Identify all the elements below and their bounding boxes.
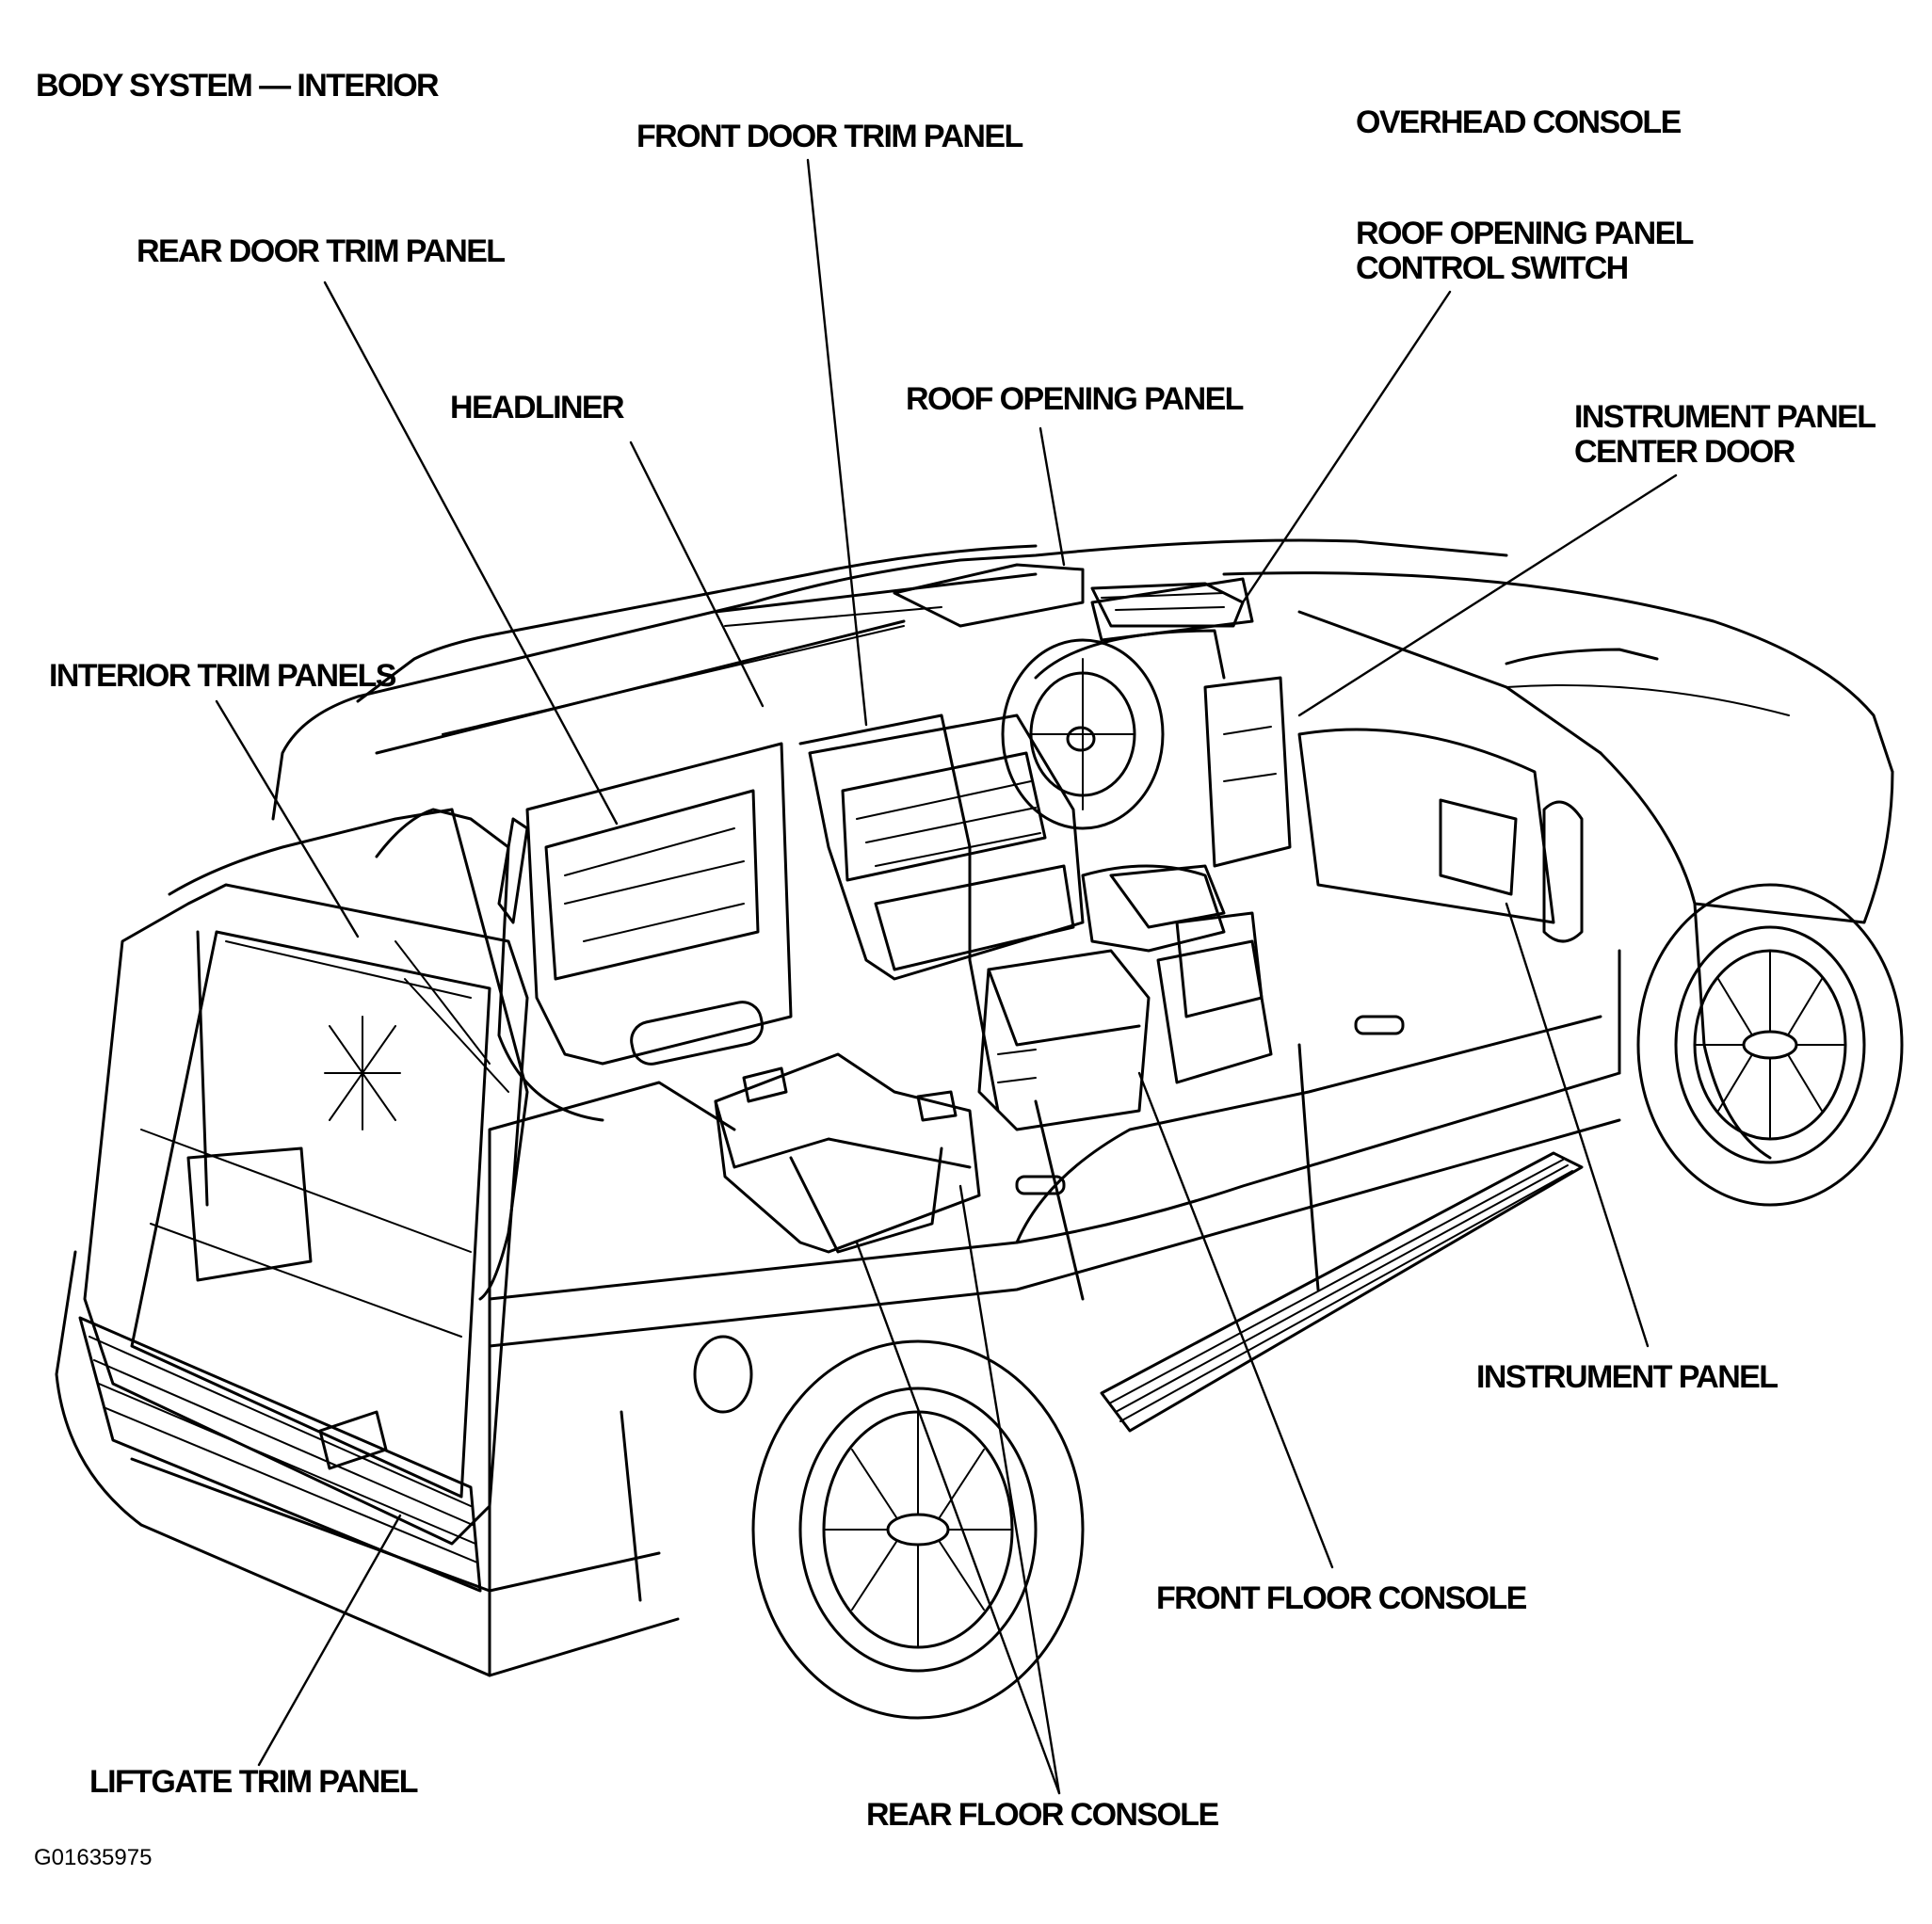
label-headliner: HEADLINER [450,390,625,425]
leader-rear-floor-console-2 [958,1184,1061,1795]
leader-roof-opening-panel [1038,426,1066,567]
leader-lines [215,158,1678,1795]
headliner [893,563,1245,628]
leader-rear-door-trim-panel [323,281,619,826]
leader-front-floor-console [1137,1071,1334,1569]
label-liftgate-trim-panel: LIFTGATE TRIM PANEL [89,1764,419,1800]
label-overhead-console: OVERHEAD CONSOLE [1356,104,1682,140]
figure-code: G01635975 [34,1845,153,1870]
label-roof-opening-panel-control-switch: ROOF OPENING PANEL CONTROL SWITCH [1356,216,1694,286]
front-seat [1081,864,1273,1084]
label-rear-floor-console: REAR FLOOR CONSOLE [866,1797,1219,1833]
label-instrument-panel-center-door-line-1: INSTRUMENT PANEL [1574,399,1876,435]
leader-interior-trim-panels [215,699,360,938]
rear-door-trim-panel [497,742,793,1066]
leader-headliner [629,441,765,708]
label-rear-door-trim-panel: REAR DOOR TRIM PANEL [137,233,506,269]
label-front-floor-console: FRONT FLOOR CONSOLE [1156,1580,1527,1616]
front-door-trim-panel [808,713,1085,981]
label-instrument-panel: INSTRUMENT PANEL [1476,1359,1779,1395]
leader-roof-opening-panel-control-switch [1241,290,1452,604]
label-instrument-panel-center-door-line-2: CENTER DOOR [1574,434,1795,470]
leader-liftgate-trim-panel [257,1514,402,1767]
diagram-title: BODY SYSTEM — INTERIOR [36,68,440,104]
rear-wheel [751,1339,1085,1720]
front-wheel [1636,883,1904,1207]
label-roof-opening-panel-control-switch-line-2: CONTROL SWITCH [1356,250,1629,286]
front-floor-console [977,864,1264,1131]
label-roof-opening-panel-control-switch-line-1: ROOF OPENING PANEL [1356,216,1694,251]
label-interior-trim-panels: INTERIOR TRIM PANELS [49,658,396,694]
leader-rear-floor-console [855,1241,1061,1795]
label-front-door-trim-panel: FRONT DOOR TRIM PANEL [636,119,1023,154]
instrument-panel-assembly [1001,577,1584,943]
leader-instrument-panel-center-door [1297,473,1678,717]
label-instrument-panel-center-door: INSTRUMENT PANEL CENTER DOOR [1574,399,1876,470]
leader-front-door-trim-panel [806,158,868,727]
leader-instrument-panel [1505,902,1650,1348]
rear-floor-console [714,1052,981,1254]
vehicle-body [55,538,1894,1677]
label-roof-opening-panel: ROOF OPENING PANEL [906,381,1244,417]
liftgate [83,883,529,1546]
